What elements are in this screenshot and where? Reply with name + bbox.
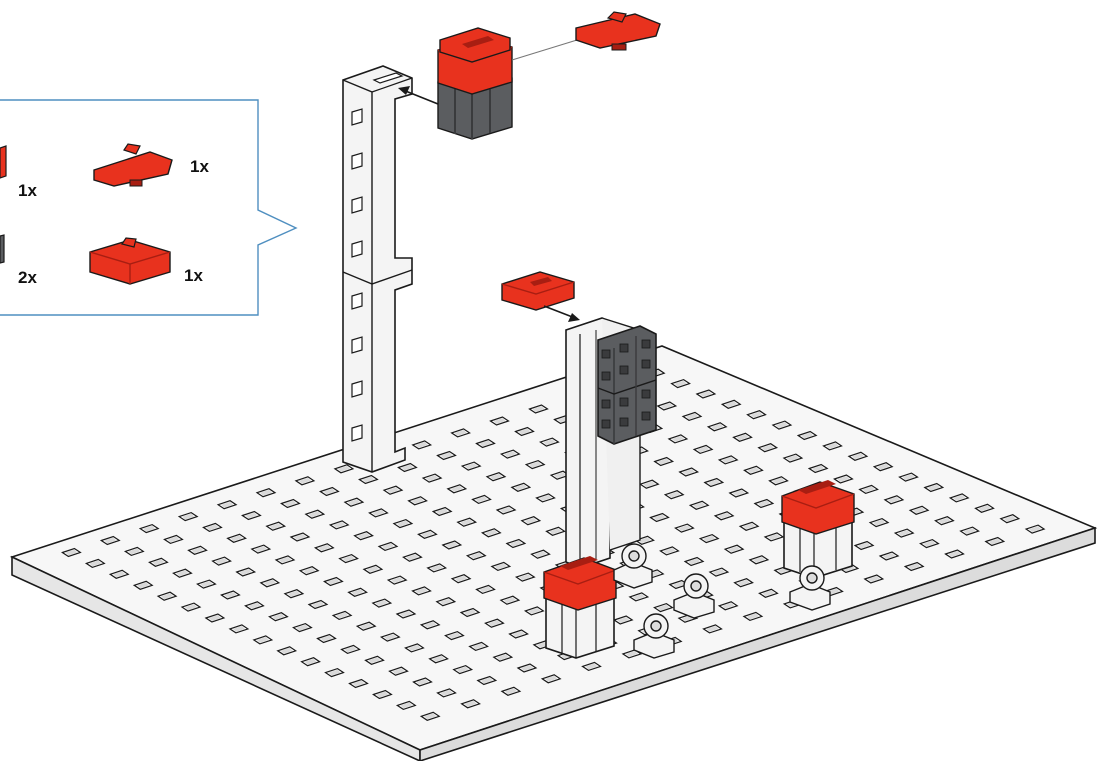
column-slot [352, 381, 362, 397]
base-plate [12, 346, 1095, 761]
column-slot [352, 197, 362, 213]
tall-white-column [343, 66, 412, 472]
column-slot [352, 153, 362, 169]
quantity-label-2: 1x [190, 157, 209, 176]
quantity-label-1: 1x [18, 181, 37, 200]
red-building-block-15-icon [0, 146, 6, 178]
quantity-label-4: 1x [184, 266, 203, 285]
parts-callout: 1x 1x 2x 1x [0, 100, 296, 315]
grey-block-stack [598, 326, 656, 444]
red-grey-block-assembly [438, 28, 512, 139]
grey-building-block-icon [0, 235, 4, 263]
column-slot [352, 109, 362, 125]
column-slot [352, 337, 362, 353]
quantity-label-3: 2x [18, 268, 37, 287]
column-slot [352, 241, 362, 257]
red-angle-block-top [576, 12, 660, 50]
red-block-floating [502, 272, 574, 310]
red-capped-block-right [782, 480, 854, 578]
insert-arrow-top [403, 90, 438, 104]
red-capped-block-front [544, 556, 616, 658]
insert-arrow-middle [544, 306, 575, 318]
column-slot [352, 293, 362, 309]
column-slot [352, 425, 362, 441]
